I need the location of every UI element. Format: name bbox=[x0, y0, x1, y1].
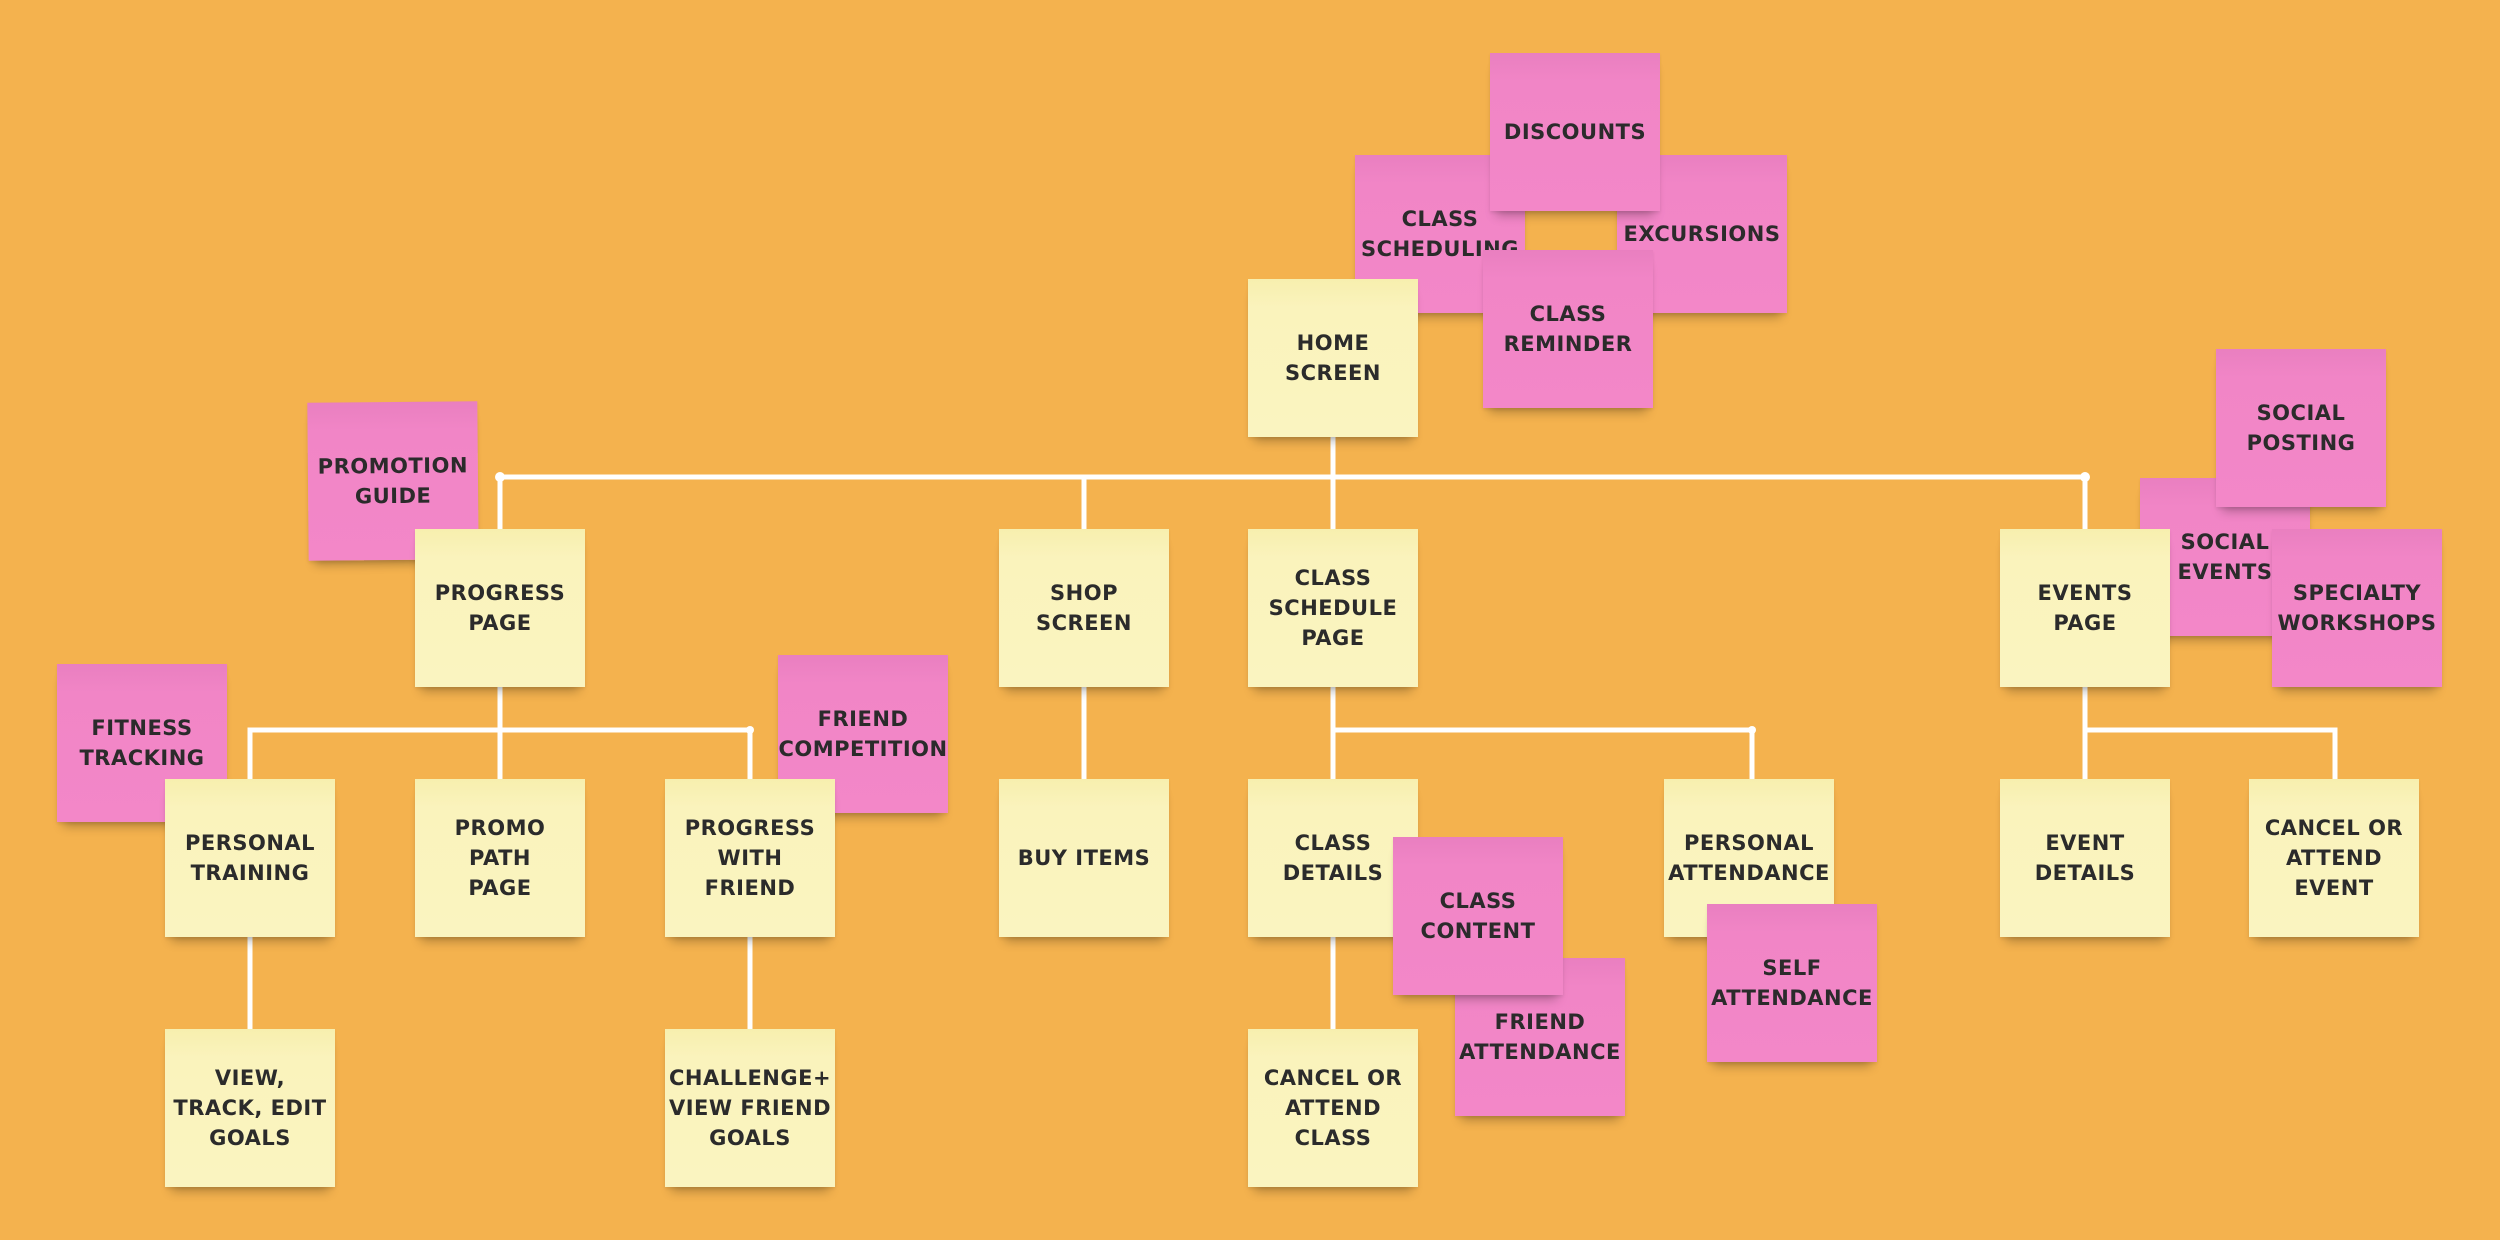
note-class-schedule-page[interactable]: CLASS SCHEDULE PAGE bbox=[1248, 529, 1418, 687]
note-specialty-workshops[interactable]: SPECIALTY WORKSHOPS bbox=[2272, 529, 2442, 687]
note-discounts[interactable]: DISCOUNTS bbox=[1490, 53, 1660, 211]
note-buy-items[interactable]: BUY ITEMS bbox=[999, 779, 1169, 937]
note-promo-path-page[interactable]: PROMO PATH PAGE bbox=[415, 779, 585, 937]
note-class-details[interactable]: CLASS DETAILS bbox=[1248, 779, 1418, 937]
note-cancel-or-attend-event[interactable]: CANCEL OR ATTEND EVENT bbox=[2249, 779, 2419, 937]
note-progress-page[interactable]: PROGRESS PAGE bbox=[415, 529, 585, 687]
note-personal-training[interactable]: PERSONAL TRAINING bbox=[165, 779, 335, 937]
note-class-reminder[interactable]: CLASS REMINDER bbox=[1483, 250, 1653, 408]
note-social-posting[interactable]: SOCIAL POSTING bbox=[2216, 349, 2386, 507]
note-challenge-view-friend-goals[interactable]: CHALLENGE+ VIEW FRIEND GOALS bbox=[665, 1029, 835, 1187]
note-cancel-or-attend-class[interactable]: CANCEL OR ATTEND CLASS bbox=[1248, 1029, 1418, 1187]
note-self-attendance[interactable]: SELF ATTENDANCE bbox=[1707, 904, 1877, 1062]
note-event-details[interactable]: EVENT DETAILS bbox=[2000, 779, 2170, 937]
note-class-content[interactable]: CLASS CONTENT bbox=[1393, 837, 1563, 995]
note-home-screen[interactable]: HOME SCREEN bbox=[1248, 279, 1418, 437]
note-progress-with-friend[interactable]: PROGRESS WITH FRIEND bbox=[665, 779, 835, 937]
note-view-track-edit-goals[interactable]: VIEW, TRACK, EDIT GOALS bbox=[165, 1029, 335, 1187]
note-shop-screen[interactable]: SHOP SCREEN bbox=[999, 529, 1169, 687]
note-events-page[interactable]: EVENTS PAGE bbox=[2000, 529, 2170, 687]
